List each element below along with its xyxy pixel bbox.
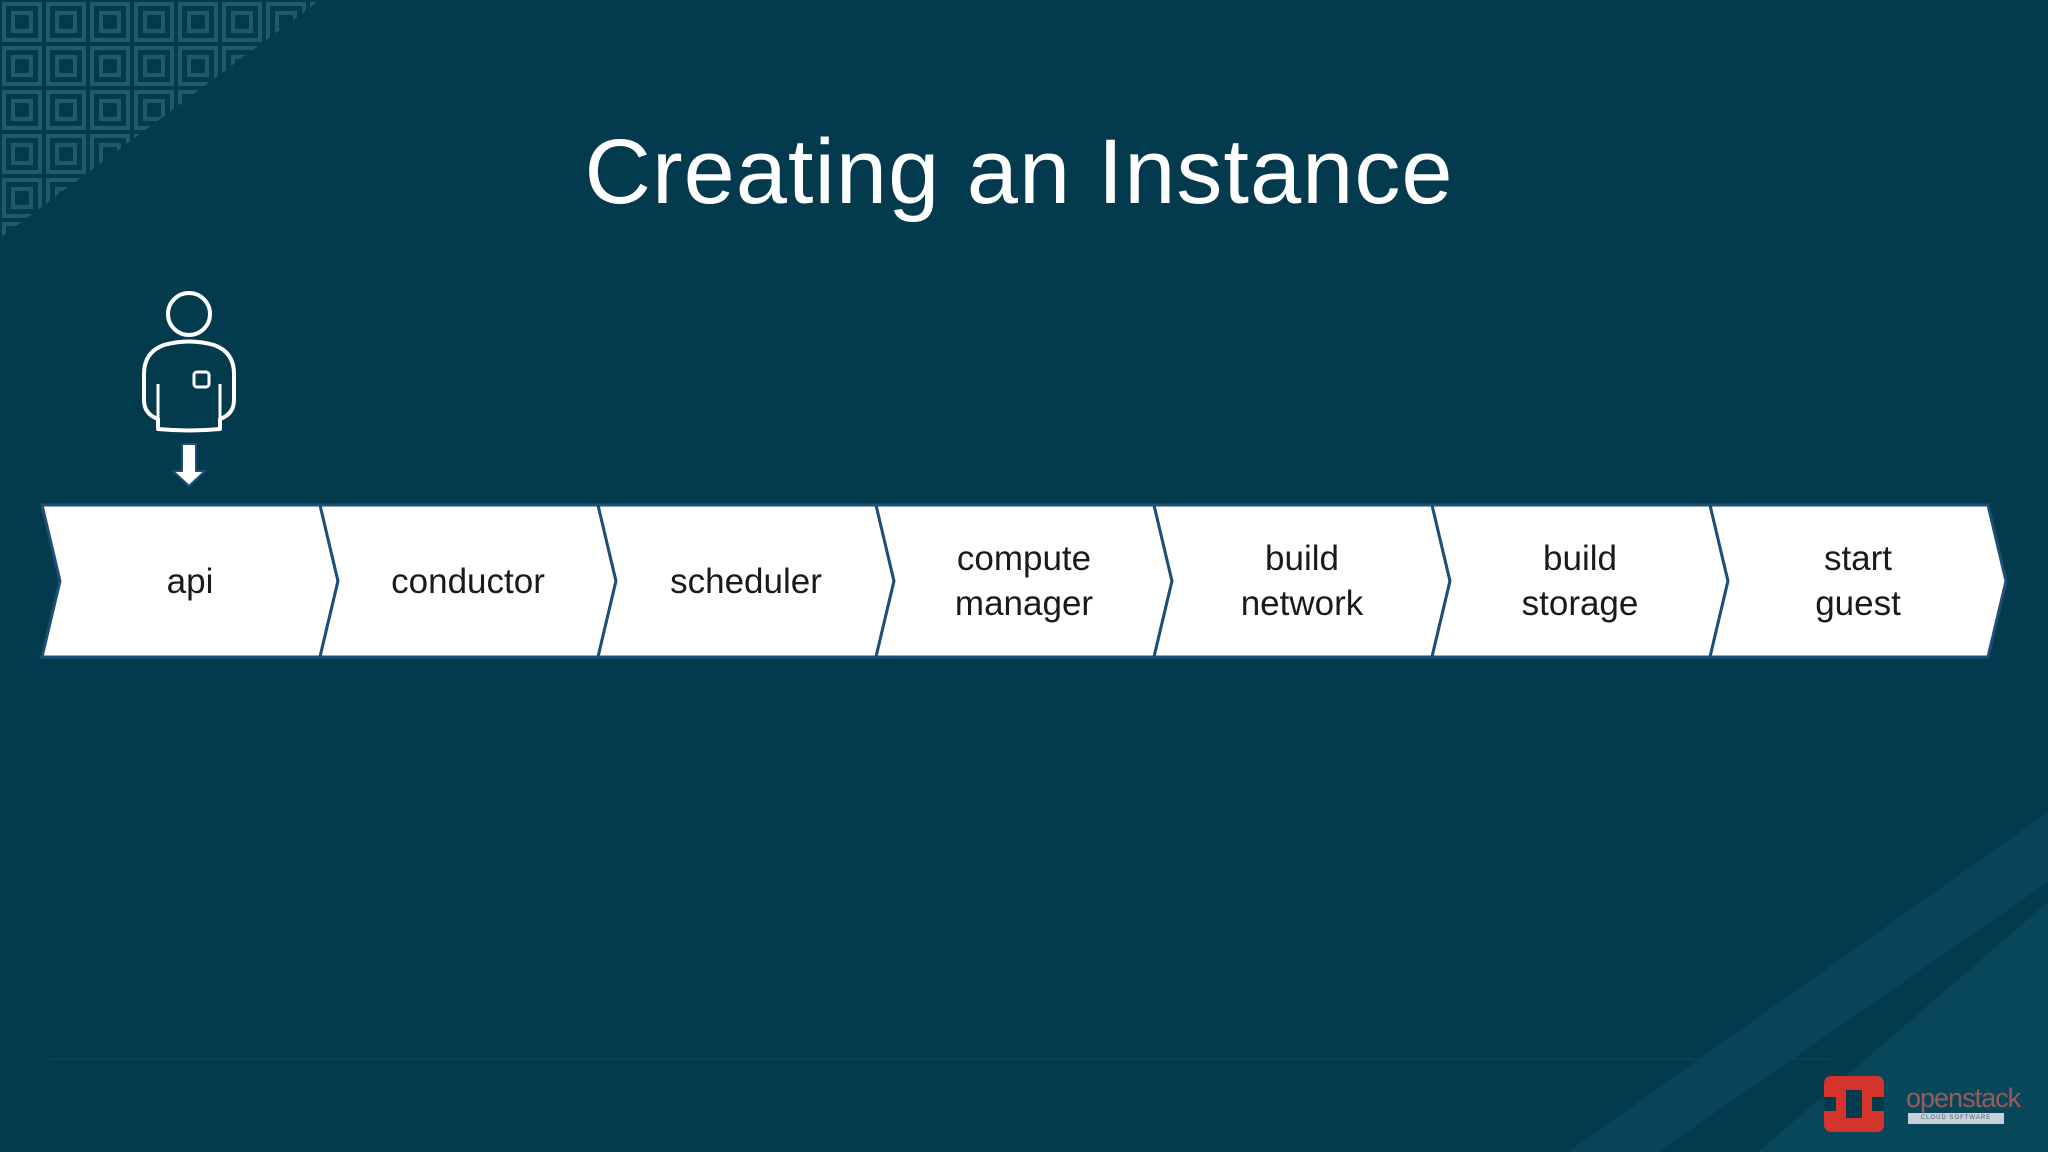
background-maze-pattern	[2, 2, 320, 238]
person-icon	[142, 291, 236, 488]
flow-step-label: start guest	[1815, 539, 1901, 623]
flow-step-label: compute manager	[954, 539, 1094, 623]
brand-tagline: CLOUD SOFTWARE	[1908, 1113, 2004, 1124]
process-flow	[40, 503, 2008, 659]
flow-step-label: conductor	[391, 561, 545, 601]
flow-step-label: scheduler	[670, 561, 822, 601]
slide-title: Creating an Instance	[584, 121, 1454, 223]
brand-name: openstack	[1906, 1083, 2021, 1113]
footer-divider	[50, 1058, 1830, 1060]
openstack-logo-icon	[1824, 1076, 1884, 1132]
flow-step-label: api	[166, 561, 214, 601]
flow-step-start-guest	[1708, 503, 2008, 659]
openstack-wordmark: openstack CLOUD SOFTWARE	[1906, 1084, 2021, 1124]
down-arrow-icon	[170, 443, 208, 488]
flow-step-label: build network	[1240, 539, 1364, 623]
flow-step-label: build storage	[1521, 539, 1639, 623]
